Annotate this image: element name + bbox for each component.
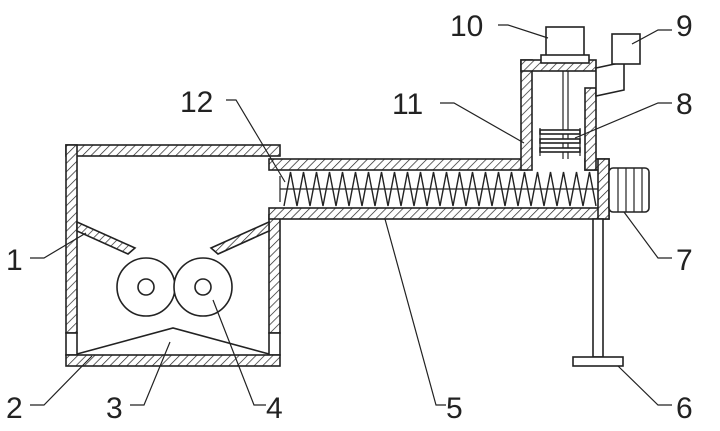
label-7: 7 <box>676 244 693 277</box>
label-1: 1 <box>6 244 23 277</box>
drive-motor <box>609 168 649 212</box>
label-12: 12 <box>180 86 213 119</box>
support-leg <box>573 219 623 366</box>
guide-plates <box>77 222 269 254</box>
label-6: 6 <box>676 392 693 425</box>
stirring-blades <box>540 128 580 156</box>
label-3: 3 <box>106 392 123 425</box>
label-2: 2 <box>6 392 23 425</box>
label-9: 9 <box>676 10 693 43</box>
label-4: 4 <box>266 392 283 425</box>
sloped-bottom-plate <box>77 328 269 354</box>
label-11: 11 <box>392 88 423 121</box>
label-8: 8 <box>676 88 693 121</box>
stirring-tank <box>521 60 596 170</box>
crushing-rollers <box>117 258 232 316</box>
crushing-box <box>66 145 280 366</box>
top-motor <box>541 27 589 63</box>
label-5: 5 <box>446 392 463 425</box>
label-10: 10 <box>450 10 483 43</box>
